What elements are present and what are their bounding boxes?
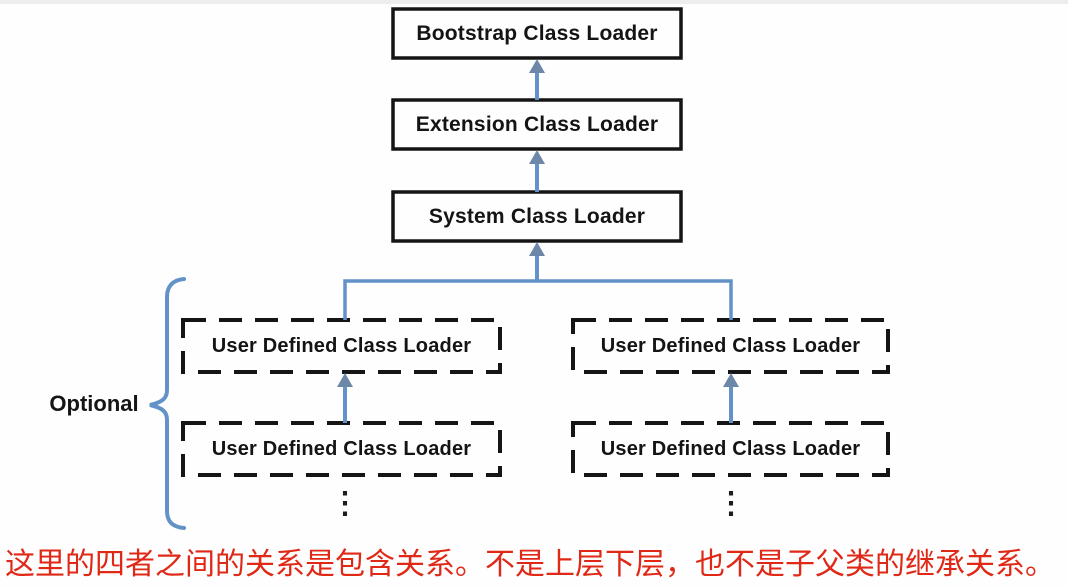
extension-class-loader-box: Extension Class Loader bbox=[415, 112, 659, 136]
user-defined-class-loader-box-bottom-left: User Defined Class Loader bbox=[211, 437, 472, 460]
arrow-system-to-extension-head bbox=[529, 150, 545, 164]
system-class-loader-box: System Class Loader bbox=[428, 204, 646, 228]
arrow-bottom-right-to-top-right-head bbox=[723, 373, 739, 387]
connector-user-defined-to-system bbox=[343, 279, 733, 320]
caption-text: 这里的四者之间的关系是包含关系。不是上层下层，也不是子父类的继承关系。 bbox=[5, 548, 1055, 581]
optional-label: Optional bbox=[49, 391, 139, 416]
user-defined-class-loader-box-top-left: User Defined Class Loader bbox=[211, 334, 472, 357]
arrow-bottom-left-to-top-left-head bbox=[337, 373, 353, 387]
ellipsis-left: ⋮ bbox=[330, 487, 360, 520]
video-frame-edge bbox=[0, 0, 1068, 4]
ellipsis-right: ⋮ bbox=[716, 487, 746, 520]
bootstrap-box-border bbox=[391, 7, 683, 60]
user-defined-box-bottom-left-border bbox=[181, 421, 502, 477]
bootstrap-class-loader-box: Bootstrap Class Loader bbox=[416, 21, 658, 45]
user-defined-box-bottom-right-border bbox=[571, 421, 890, 477]
arrow-extension-to-bootstrap-head bbox=[529, 59, 545, 73]
user-defined-class-loader-box-bottom-right: User Defined Class Loader bbox=[600, 437, 861, 460]
optional-group-brace bbox=[149, 277, 186, 530]
arrow-connector-to-system-head bbox=[529, 242, 545, 256]
user-defined-box-top-left-border bbox=[181, 318, 502, 374]
user-defined-class-loader-box-top-right: User Defined Class Loader bbox=[600, 334, 861, 357]
